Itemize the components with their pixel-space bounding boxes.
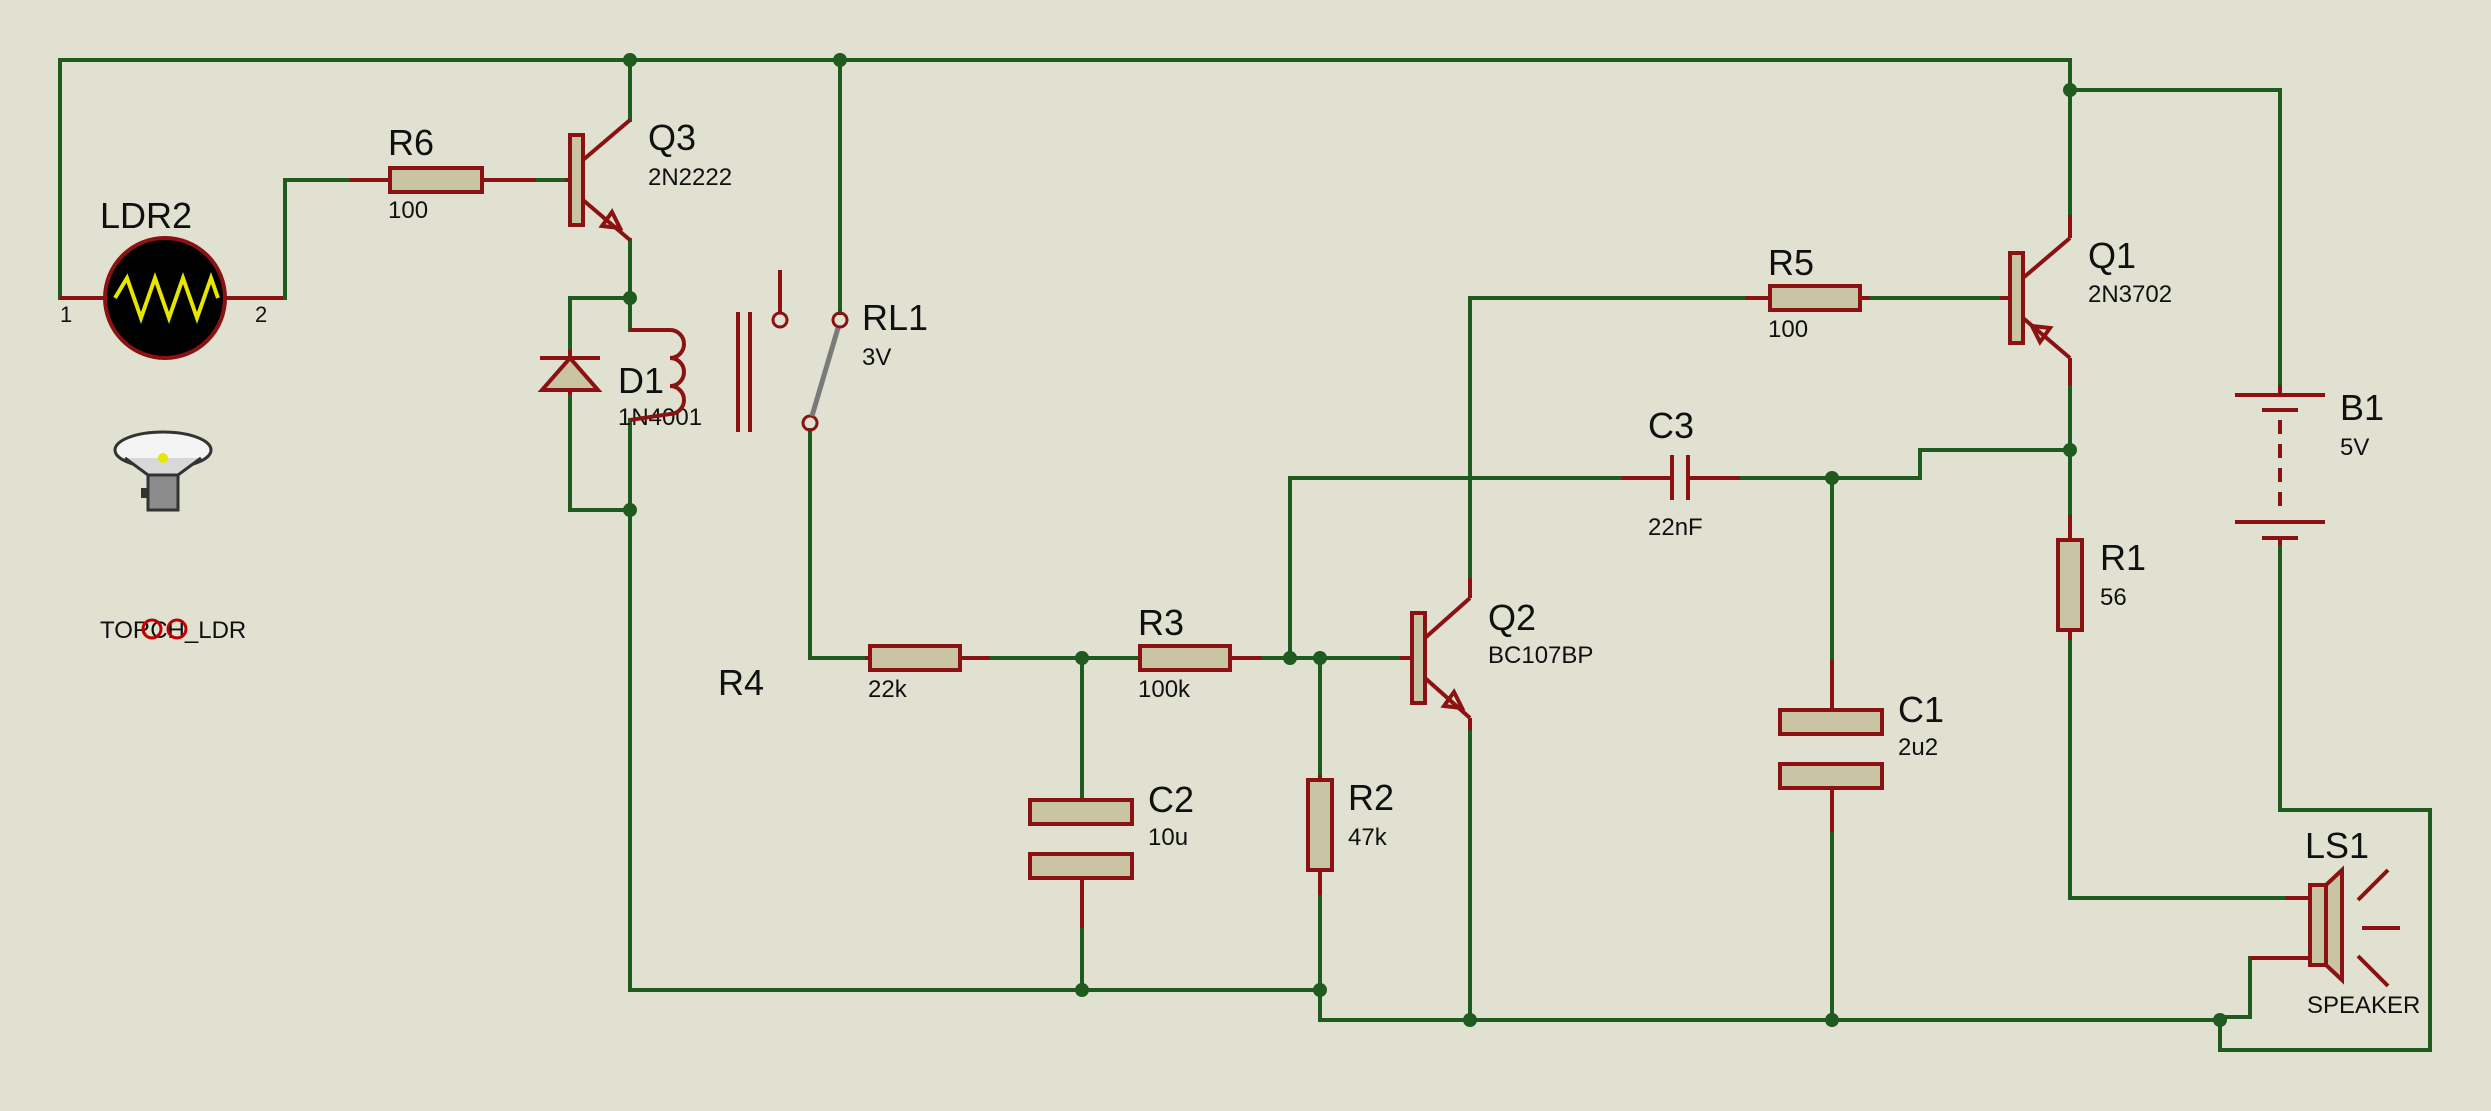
ls1-value: SPEAKER	[2307, 992, 2420, 1019]
q2[interactable]: Q2 BC107BP	[1400, 578, 1593, 730]
junction	[1075, 983, 1089, 997]
r6-value: 100	[388, 197, 428, 224]
r1-value: 56	[2100, 584, 2127, 611]
wire-q2-r5	[1468, 296, 1747, 580]
q3-ref: Q3	[648, 117, 696, 158]
ldr2-ref: LDR2	[100, 195, 192, 236]
r1[interactable]: R1 56	[2056, 515, 2146, 640]
q1-ref: Q1	[2088, 235, 2136, 276]
wire-c3-right	[1738, 448, 2072, 480]
relay-coil-icon	[629, 328, 686, 422]
junction	[623, 291, 637, 305]
c1-value: 2u2	[1898, 734, 1938, 761]
c2[interactable]: C2 10u	[1028, 779, 1194, 928]
junction	[623, 53, 637, 67]
c1-ref: C1	[1898, 689, 1944, 730]
wire-relay-r4	[808, 428, 867, 660]
wire-d1-top	[568, 296, 632, 357]
r5-ref: R5	[1768, 242, 1814, 283]
c2-value: 10u	[1148, 824, 1188, 851]
c3-ref: C3	[1648, 405, 1694, 446]
rl1-ref: RL1	[862, 297, 928, 338]
wire-top-rail	[58, 58, 2282, 387]
q2-ref: Q2	[1488, 597, 1536, 638]
junction	[1313, 983, 1327, 997]
c1[interactable]: C1 2u2	[1778, 660, 1944, 832]
wire-speaker-ground	[2218, 956, 2252, 1019]
junction	[833, 53, 847, 67]
r4[interactable]: R4 22k	[718, 644, 990, 703]
rl1[interactable]: RL1 3V	[629, 270, 928, 432]
relay-switch-arm-icon	[809, 327, 841, 417]
r1-ref: R1	[2100, 537, 2146, 578]
b1-ref: B1	[2340, 387, 2384, 428]
r3-ref: R3	[1138, 602, 1184, 643]
c3-value: 22nF	[1648, 514, 1703, 541]
torch-lamp[interactable]: TORCH_LDR	[100, 430, 246, 644]
ldr-icon	[103, 236, 227, 360]
q1-value: 2N3702	[2088, 281, 2172, 308]
ldr2-pin1: 1	[60, 302, 72, 327]
r6-ref: R6	[388, 122, 434, 163]
q2-value: BC107BP	[1488, 642, 1593, 669]
q3-value: 2N2222	[648, 164, 732, 191]
r2-ref: R2	[1348, 777, 1394, 818]
wire-r1-speaker	[2068, 638, 2287, 900]
speaker-icon	[2308, 883, 2328, 967]
b1-value: 5V	[2340, 434, 2369, 461]
junction-dots	[623, 53, 2227, 1027]
r5-value: 100	[1768, 316, 1808, 343]
c2-ref: C2	[1148, 779, 1194, 820]
ldr2[interactable]: LDR2 1 2	[60, 195, 283, 360]
junction	[2063, 443, 2077, 457]
r2[interactable]: R2 47k	[1306, 775, 1394, 895]
r3[interactable]: R3 100k	[1138, 602, 1262, 703]
ldr2-pin2: 2	[255, 302, 267, 327]
ls1-ref: LS1	[2305, 825, 2369, 866]
wire-c3-left	[1288, 476, 1624, 660]
junction	[2213, 1013, 2227, 1027]
r6[interactable]: R6 100	[350, 122, 536, 224]
r4-ref: R4	[718, 662, 764, 703]
r3-value: 100k	[1138, 676, 1191, 703]
r5[interactable]: R5 100	[1745, 242, 1870, 343]
ls1[interactable]: LS1 SPEAKER	[2250, 825, 2420, 1019]
r4-value: 22k	[868, 676, 908, 703]
junction	[1075, 651, 1089, 665]
junction	[1283, 651, 1297, 665]
junction	[623, 503, 637, 517]
junction	[1463, 1013, 1477, 1027]
wire-ldr-r6	[281, 178, 352, 300]
wire-battery-return	[2218, 543, 2432, 1052]
junction	[1825, 1013, 1839, 1027]
q3[interactable]: Q3 2N2222	[565, 117, 732, 242]
r2-value: 47k	[1348, 824, 1388, 851]
junction	[2063, 83, 2077, 97]
q1[interactable]: Q1 2N3702	[2000, 215, 2172, 385]
ldr-trace-icon	[113, 271, 220, 325]
d1-ref: D1	[618, 360, 664, 401]
junction	[1825, 471, 1839, 485]
b1[interactable]: B1 5V	[2235, 385, 2384, 545]
rl1-value: 3V	[862, 344, 891, 371]
junction	[1313, 651, 1327, 665]
c3[interactable]: C3 22nF	[1622, 405, 1740, 541]
wire-d1-bottom	[568, 391, 632, 512]
